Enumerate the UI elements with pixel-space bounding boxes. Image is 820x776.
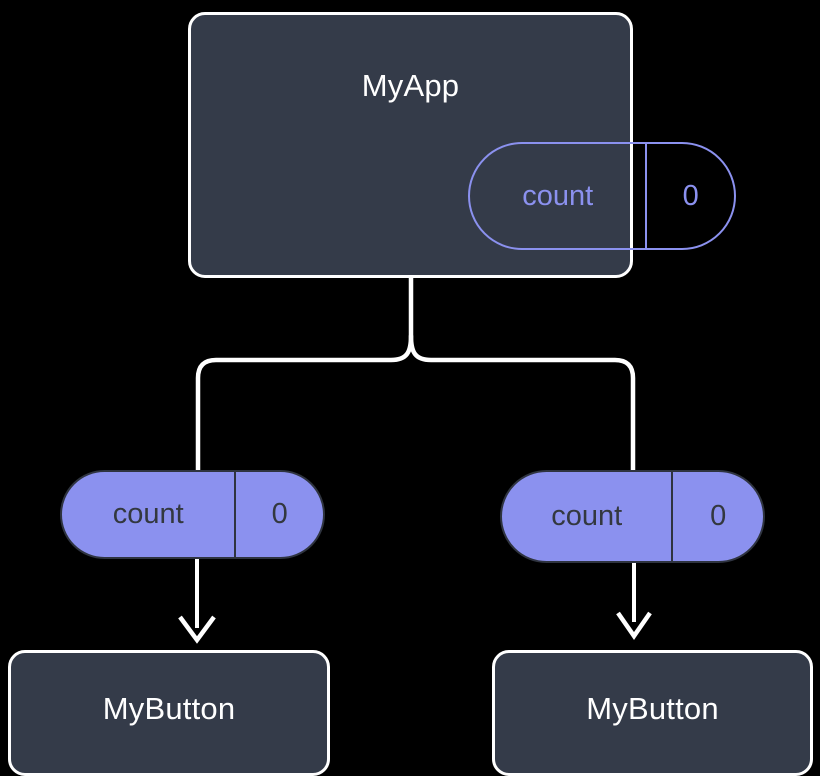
- prop-pill-count-right[interactable]: count 0: [500, 470, 765, 563]
- prop-pill-count-left[interactable]: count 0: [60, 470, 325, 559]
- component-name-label: MyButton: [586, 691, 719, 726]
- state-pill-count[interactable]: count 0: [468, 142, 736, 250]
- component-node-mybutton-left[interactable]: MyButton: [8, 650, 330, 776]
- state-pill-value: 0: [645, 144, 734, 248]
- component-node-mybutton-right[interactable]: MyButton: [492, 650, 813, 776]
- state-pill-key: count: [522, 179, 594, 212]
- component-name-label: MyApp: [361, 68, 460, 103]
- prop-pill-value: 0: [234, 472, 323, 557]
- component-name-label: MyButton: [102, 691, 236, 726]
- tree-fork-connector-left: [195, 333, 414, 473]
- tree-fork-connector: [408, 275, 636, 473]
- prop-pill-key: count: [551, 500, 623, 532]
- prop-pill-value: 0: [671, 472, 763, 561]
- prop-arrow-left-head: [178, 615, 216, 644]
- prop-pill-key: count: [112, 498, 184, 530]
- prop-arrow-right-head: [616, 611, 652, 640]
- component-node-myapp[interactable]: MyApp count 0: [188, 12, 736, 278]
